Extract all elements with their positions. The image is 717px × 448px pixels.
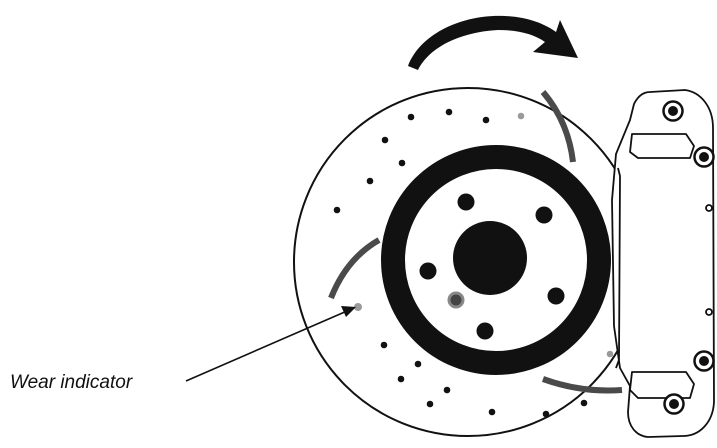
wear-grooves [328,90,623,394]
wear-indicator-dots [354,112,614,358]
wear-indicator-dot [354,303,362,311]
brake-caliper-icon [611,89,715,438]
wear-indicator-dot [517,112,525,120]
caliper-bolts [662,100,715,415]
caliper-side-line [615,167,621,369]
wear-indicator-label: Wear indicator [10,372,133,393]
lug-hole [547,287,565,305]
center-bore [453,221,527,295]
pointer-arrowhead-icon [341,306,356,317]
caliper-body [611,89,715,438]
lug-holes [419,193,565,340]
caliper-small-studs [705,204,713,316]
wear-groove-top [540,90,576,163]
lug-hole [476,322,494,340]
caliper-lower-inset [629,371,695,399]
hub-ring [381,145,611,375]
lug-hole [457,193,475,211]
wear-groove-left [328,237,381,300]
wear-groove-bottom [541,376,623,394]
brake-disc [293,87,643,437]
lug-hole [535,206,553,224]
caliper-upper-inset [629,133,695,159]
drilled-holes [333,108,588,418]
lug-hole [419,262,437,280]
wear-indicator-dot [606,350,614,358]
rotation-arrow-icon [408,15,578,70]
wear-indicator-hub-dot [447,291,465,309]
wear-indicator-pointer [185,306,356,382]
